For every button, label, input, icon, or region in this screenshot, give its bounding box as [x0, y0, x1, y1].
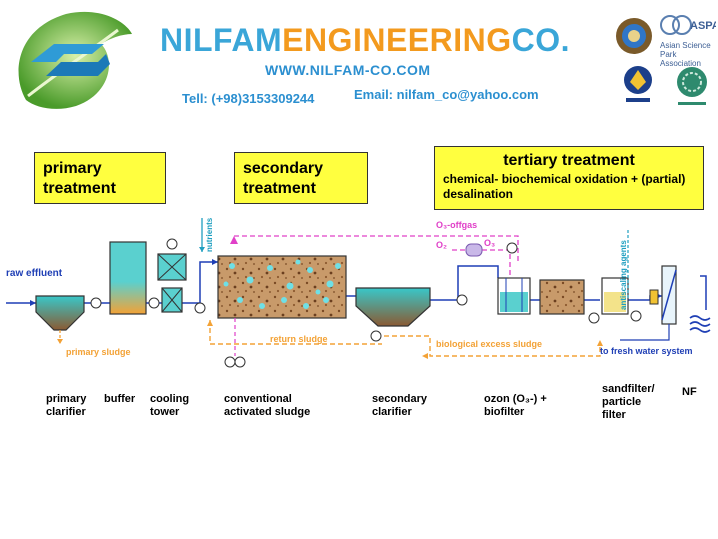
caption-secondary-clarifier: secondary clarifier	[372, 393, 428, 418]
pump-icon	[456, 294, 468, 306]
air-blower-icons	[224, 356, 246, 368]
ozone-reactor-shape	[497, 277, 531, 315]
stage-primary-treatment: primary treatment	[34, 152, 166, 204]
sludge-lines	[209, 320, 601, 357]
fresh-water-label: to fresh water system	[600, 346, 693, 356]
return-sludge-label: return sludge	[270, 334, 328, 344]
emblem-isfahan-icon	[620, 64, 656, 110]
sandfilter-shape	[601, 277, 629, 315]
aspa-text: ASPA	[690, 20, 716, 32]
pump-icon	[588, 312, 600, 324]
primary-sludge-label: primary sludge	[66, 347, 131, 357]
filter-cartridge-icon	[649, 289, 659, 305]
stage-tertiary-subtitle: chemical- biochemical oxidation + (parti…	[443, 172, 686, 201]
stage-secondary-label: secondary treatment	[243, 160, 324, 197]
excess-sludge-label: biological excess sludge	[436, 339, 542, 349]
caption-ozon-biofilter: ozon (O₃-) + biofilter	[484, 393, 547, 418]
company-logo	[6, 4, 136, 116]
pump-icon	[194, 302, 206, 314]
pump-icon	[90, 297, 102, 309]
brand-part-co: CO.	[511, 22, 571, 58]
emblem-association-icon	[614, 16, 654, 56]
stage-tertiary-treatment: tertiary treatment chemical- biochemical…	[434, 146, 704, 210]
caption-activated-sludge: conventional activated sludge	[224, 393, 311, 418]
o2-label: O₂	[436, 240, 447, 250]
aspa-logo: ASPA Asian Science Park Association	[660, 14, 718, 68]
email-text[interactable]: Email: nilfam_co@yahoo.com	[354, 87, 539, 102]
aspa-line3: Park Association	[660, 50, 701, 68]
primary-clarifier-shape	[35, 295, 85, 344]
cooling-tower-shape	[157, 238, 187, 313]
excess-sludge-text: biological excess sludge	[436, 339, 542, 349]
stage-primary-label: primary treatment	[43, 160, 116, 197]
ozone-generator-icon	[465, 243, 483, 257]
biofilter-shape	[539, 279, 585, 315]
pump-icon	[370, 330, 382, 342]
nf-membrane-shape	[661, 265, 677, 325]
caption-sandfilter: sandfilter/ particle filter	[602, 383, 655, 421]
pump-icon	[148, 297, 160, 309]
pump-icon	[630, 310, 642, 322]
brand-part-nilfam: NILFAM	[160, 22, 283, 58]
caption-nf: NF	[682, 386, 697, 398]
caption-primary-clarifier: primary clarifier	[46, 393, 87, 418]
ozone-pump-icon	[506, 242, 518, 254]
telephone-text: Tell: (+98)3153309244	[182, 91, 315, 106]
aspa-line2: Asian Science	[660, 41, 711, 50]
nutrients-label: nutrients	[205, 217, 214, 252]
raw-effluent-label: raw effluent	[6, 268, 63, 279]
emblem-sciencepark-icon	[672, 64, 712, 110]
caption-buffer: buffer	[104, 393, 136, 405]
offgas-label: O₃-offgas	[436, 220, 477, 230]
caption-cooling-tower: cooling tower	[150, 393, 190, 418]
stage-tertiary-title: tertiary treatment	[503, 152, 635, 169]
o3-label: O₃	[484, 238, 495, 248]
brand-title: NILFAMENGINEERINGCO.	[160, 22, 570, 59]
brand-part-engineering: ENGINEERING	[282, 22, 512, 58]
secondary-clarifier-shape	[355, 287, 431, 327]
antiscaling-label: antiscaling agents	[619, 240, 628, 310]
website-url[interactable]: WWW.NILFAM-CO.COM	[265, 62, 431, 78]
buffer-tank-shape	[109, 241, 147, 315]
activated-sludge-basin	[217, 255, 347, 319]
stage-secondary-treatment: secondary treatment	[234, 152, 368, 204]
fresh-water-waves-icon	[689, 315, 711, 333]
